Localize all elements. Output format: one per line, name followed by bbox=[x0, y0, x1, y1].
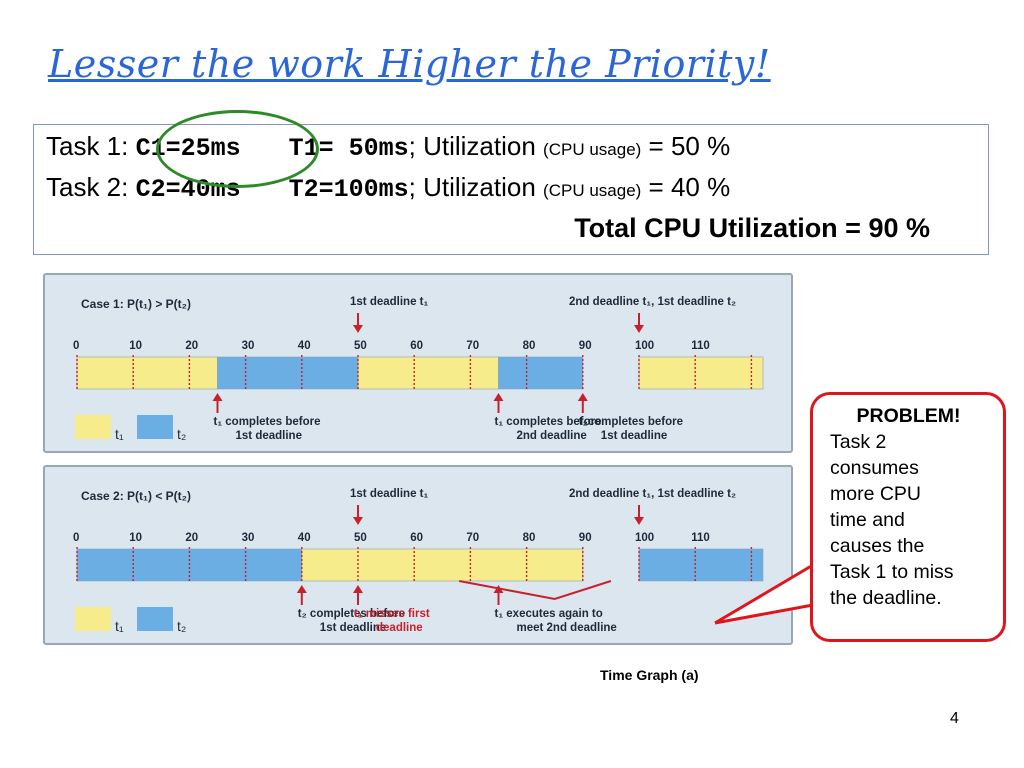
highlight-ellipse bbox=[156, 110, 319, 188]
case2-tick-label: 50 bbox=[354, 532, 367, 544]
case2-timeline-svg: Case 2: P(t₁) < P(t₂) 0 10 20 30 40 50 60 70 80 90… bbox=[73, 488, 764, 634]
case1-bottom-note-line2: 1st deadline bbox=[236, 430, 302, 442]
case2-tick-label: 90 bbox=[579, 532, 592, 544]
page-number: 4 bbox=[950, 710, 959, 727]
case2-top-arrow-head bbox=[634, 517, 644, 525]
case2-tick-label: 40 bbox=[298, 532, 311, 544]
case1-bottom-arrow-head bbox=[577, 393, 588, 401]
case2-tick-label: 80 bbox=[523, 532, 536, 544]
task1-util-label: ; Utilization bbox=[408, 131, 544, 161]
case2-legend-label-t1: t₁ bbox=[115, 618, 124, 634]
problem-callout: PROBLEM! Task 2 consumes more CPU time a… bbox=[810, 392, 1006, 642]
case1-bar-t1 bbox=[638, 356, 764, 390]
case2-top-note: 2nd deadline t₁, 1st deadline t₂ bbox=[569, 488, 736, 500]
task2-util-value: = 40 % bbox=[641, 172, 731, 202]
case1-tick-label: 10 bbox=[129, 340, 142, 352]
case1-timeline-panel: Case 1: P(t₁) > P(t₂) 0 10 20 30 40 50 60 70 80 90… bbox=[43, 273, 793, 453]
case1-top-arrow-head bbox=[353, 325, 363, 333]
task1-cpu-label: (CPU usage) bbox=[543, 140, 642, 159]
case2-bottom-note: t₁ misses first bbox=[354, 608, 430, 620]
case1-legend-swatch-t1 bbox=[75, 415, 111, 439]
case1-bottom-note: t₁ completes before bbox=[214, 416, 321, 428]
case2-bottom-arrow-head bbox=[353, 585, 363, 593]
task2-cpu-label: (CPU usage) bbox=[543, 181, 642, 200]
case1-tick-label: 0 bbox=[73, 340, 79, 352]
case1-tick-label: 20 bbox=[185, 340, 198, 352]
case2-legend-swatch-t2 bbox=[137, 607, 173, 631]
case1-bottom-arrow-head bbox=[493, 393, 504, 401]
problem-line: more CPU bbox=[830, 483, 922, 505]
task1-prefix: Task 1: bbox=[46, 131, 136, 161]
case1-bottom-arrow-head bbox=[212, 393, 223, 401]
case1-legend-label-t2: t₂ bbox=[177, 426, 186, 442]
problem-line: consumes bbox=[830, 457, 919, 479]
case2-tick-label: 60 bbox=[410, 532, 423, 544]
case2-tick-label: 30 bbox=[242, 532, 255, 544]
case2-tick-label: 70 bbox=[466, 532, 479, 544]
case1-tick-label: 30 bbox=[242, 340, 255, 352]
case1-bottom-note-line2: 2nd deadline bbox=[517, 430, 587, 442]
case1-bottom-note: t₂completes before bbox=[579, 416, 683, 428]
case1-bottom-note-line2: 1st deadline bbox=[601, 430, 667, 442]
case1-tick-label: 50 bbox=[354, 340, 367, 352]
task2-prefix: Task 2: bbox=[46, 172, 136, 202]
case1-tick-label: 60 bbox=[410, 340, 423, 352]
case1-tick-label: 110 bbox=[691, 340, 710, 352]
case1-tick-label: 40 bbox=[298, 340, 311, 352]
case2-tick-label: 0 bbox=[73, 532, 79, 544]
case1-tick-label: 90 bbox=[579, 340, 592, 352]
case2-tick-label: 10 bbox=[129, 532, 142, 544]
case1-timeline-svg: Case 1: P(t₁) > P(t₂) 0 10 20 30 40 50 60 70 80 90… bbox=[73, 296, 764, 442]
case1-bar-t1 bbox=[76, 356, 218, 390]
case2-bottom-note-line2: deadline bbox=[376, 622, 423, 634]
case1-bar-t2 bbox=[498, 356, 584, 390]
case1-top-arrow-head bbox=[634, 325, 644, 333]
problem-line: causes the bbox=[830, 535, 925, 557]
case2-red-bracket bbox=[458, 580, 612, 601]
case2-tick-label: 110 bbox=[691, 532, 710, 544]
case1-legend-label-t1: t₁ bbox=[115, 426, 124, 442]
case1-tick-label: 80 bbox=[523, 340, 536, 352]
case1-top-note: 1st deadline t₁ bbox=[350, 296, 428, 308]
case1-tick-label: 100 bbox=[635, 340, 654, 352]
case1-bottom-note: t₁ completes before bbox=[495, 416, 602, 428]
case1-label: Case 1: P(t₁) > P(t₂) bbox=[81, 297, 191, 311]
case2-bottom-arrow-head bbox=[296, 585, 307, 593]
case2-tick-label: 100 bbox=[635, 532, 654, 544]
case1-top-note: 2nd deadline t₁, 1st deadline t₂ bbox=[569, 296, 736, 308]
case1-bar-t2 bbox=[217, 356, 359, 390]
case2-label: Case 2: P(t₁) < P(t₂) bbox=[81, 489, 191, 503]
figure-caption: Time Graph (a) bbox=[600, 667, 699, 683]
task2-util-label: ; Utilization bbox=[408, 172, 544, 202]
problem-line: time and bbox=[830, 509, 905, 531]
callout-pointer bbox=[714, 563, 815, 625]
case1-tick-label: 70 bbox=[466, 340, 479, 352]
case2-bottom-note: t₁ executes again to bbox=[495, 608, 603, 620]
task1-util-value: = 50 % bbox=[641, 131, 731, 161]
case2-bottom-note-line2: meet 2nd deadline bbox=[517, 622, 617, 634]
case2-bar-t1 bbox=[301, 548, 584, 582]
page-title: Lesser the work Higher the Priority! bbox=[48, 42, 771, 86]
case2-legend-swatch-t1 bbox=[75, 607, 111, 631]
problem-line: Task 1 to miss bbox=[830, 561, 954, 583]
problem-line: the deadline. bbox=[830, 587, 942, 609]
case2-tick-label: 20 bbox=[185, 532, 198, 544]
case2-top-note: 1st deadline t₁ bbox=[350, 488, 428, 500]
task2-t: T2=100ms bbox=[288, 175, 409, 204]
total-utilization: Total CPU Utilization = 90 % bbox=[574, 213, 930, 243]
case1-bar-t1 bbox=[357, 356, 499, 390]
case2-bottom-note: t₂ completes before bbox=[298, 608, 405, 620]
case2-top-arrow-head bbox=[353, 517, 363, 525]
case2-legend-label-t2: t₂ bbox=[177, 618, 186, 634]
case2-timeline-panel: Case 2: P(t₁) < P(t₂) 0 10 20 30 40 50 60 70 80 90… bbox=[43, 465, 793, 645]
case1-legend-swatch-t2 bbox=[137, 415, 173, 439]
case2-bar-t2 bbox=[638, 548, 764, 582]
problem-line: Task 2 bbox=[830, 431, 887, 453]
case2-bottom-note-line2: 1st deadline bbox=[320, 622, 386, 634]
problem-heading: PROBLEM! bbox=[856, 405, 961, 427]
